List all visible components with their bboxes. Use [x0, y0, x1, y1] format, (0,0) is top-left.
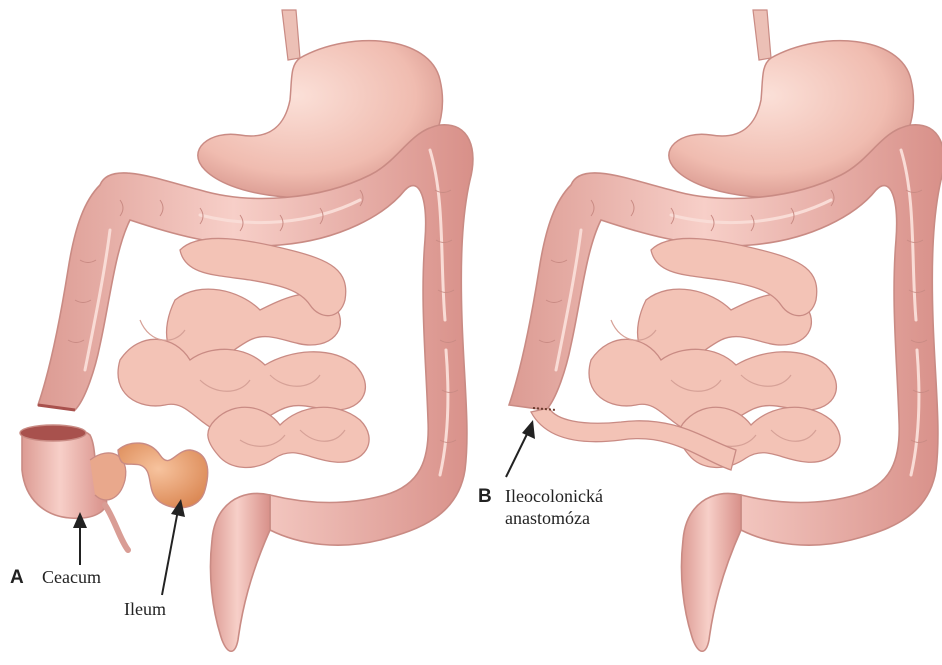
resected-caecum — [20, 425, 128, 550]
anastomosis-label-line1: Ileocolonická — [505, 486, 603, 506]
panel-b — [506, 10, 942, 651]
resected-ileum — [118, 443, 208, 508]
panel-a-letter: A — [10, 567, 24, 588]
small-bowel-a — [118, 238, 369, 467]
caecum-arrow — [73, 512, 87, 565]
anastomosis-label-line2: anastomóza — [505, 508, 590, 528]
anastomosis-arrow — [506, 420, 535, 477]
caecum-label: Ceacum — [42, 567, 101, 587]
panel-a: A Ceacum Ileum — [10, 10, 473, 651]
ileum-arrow — [162, 499, 185, 595]
panel-b-letter: B — [478, 486, 492, 507]
ileum-label: Ileum — [124, 599, 166, 619]
